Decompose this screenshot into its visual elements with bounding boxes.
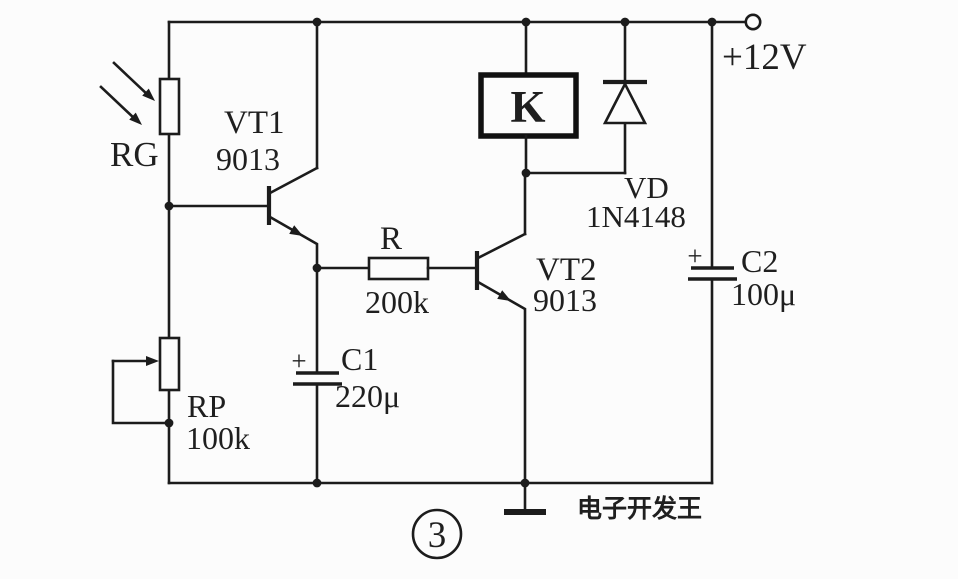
ground-symbol	[504, 481, 546, 515]
c1-polarity-mark: +	[291, 346, 306, 376]
light-arrow-1-head	[142, 88, 155, 101]
vt1-transistor	[167, 20, 319, 270]
vt2-emitter-arrow	[497, 290, 511, 301]
junction-dot	[521, 17, 531, 27]
r-body	[367, 256, 430, 281]
junction-dot	[312, 17, 322, 27]
watermark-text: 电子开发王	[577, 494, 702, 523]
junction-dot	[521, 168, 531, 178]
vt1-value-label: 9013	[216, 141, 280, 177]
vt2-ref-label: VT2	[536, 252, 597, 288]
power-rails	[167, 13, 762, 485]
junction-dot	[707, 17, 717, 27]
junction-dots	[164, 17, 717, 488]
c2-polarity-mark: +	[687, 241, 702, 271]
vt2-collector-diag	[476, 232, 527, 260]
figure-number-text: 3	[428, 515, 447, 556]
k-relay	[478, 20, 627, 175]
figure-number-circle	[411, 508, 463, 560]
c1-value-label: 220μ	[335, 378, 400, 414]
r-ref-label: R	[380, 221, 402, 257]
vt2-transistor	[474, 171, 527, 485]
junction-dot	[620, 17, 630, 27]
c1-ref-label: C1	[341, 341, 378, 377]
vd-value-label: 1N4148	[586, 199, 686, 234]
junction-dot	[312, 263, 322, 273]
vt1-emitter-wire	[268, 215, 319, 270]
rp-potentiometer	[111, 336, 181, 425]
r-value-label: 200k	[365, 284, 429, 320]
light-arrow-2	[99, 85, 137, 121]
labels: +12V RG VT1 9013 R 200k + C1 220μ RP 100…	[110, 37, 807, 523]
power-terminal-circle	[744, 13, 762, 31]
rp-ref-label: RP	[187, 388, 226, 424]
r-resistor	[315, 256, 478, 281]
vt1-collector-diag	[268, 166, 319, 195]
k-box	[478, 72, 579, 139]
power-label: +12V	[722, 37, 807, 78]
rg-ref-label: RG	[110, 135, 159, 174]
vd-triangle	[602, 81, 648, 125]
rp-body	[158, 336, 181, 392]
vt1-emitter-arrow	[289, 225, 303, 236]
rp-value-label: 100k	[186, 420, 250, 456]
vt2-value-label: 9013	[533, 282, 597, 318]
junction-dot	[312, 478, 322, 488]
rg-photoresistor	[99, 61, 181, 136]
junction-dot	[164, 201, 174, 211]
figure-number: 3	[411, 508, 463, 560]
rp-loop-wire	[111, 359, 171, 425]
vd-diode	[602, 20, 648, 175]
vt2-emitter-wire	[476, 280, 527, 485]
vt1-ref-label: VT1	[224, 105, 285, 141]
c2-ref-label: C2	[741, 243, 778, 279]
c2-capacitor	[688, 266, 737, 281]
c1-capacitor	[293, 266, 342, 485]
rp-wiper-arrow	[146, 356, 159, 366]
c2-value-label: 100μ	[731, 276, 796, 312]
rg-body	[158, 77, 181, 136]
junction-dot	[164, 418, 174, 428]
k-ref-label: K	[510, 82, 545, 132]
vd-ref-label: VD	[624, 170, 669, 205]
light-arrow-2-head	[129, 112, 142, 125]
light-arrow-1	[112, 61, 150, 97]
junction-dot	[520, 478, 530, 488]
